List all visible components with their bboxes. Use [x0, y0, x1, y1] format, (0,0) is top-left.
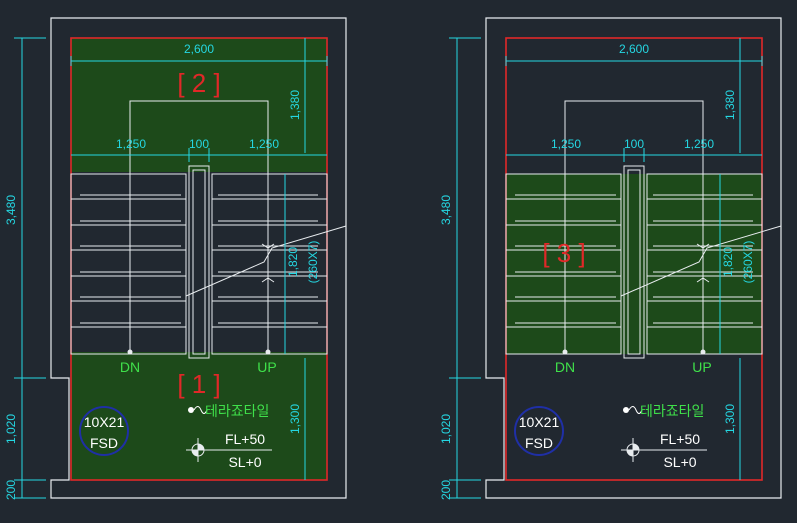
up-label: UP — [692, 359, 711, 375]
up-label: UP — [257, 359, 276, 375]
level-bottom: SL+0 — [663, 454, 696, 470]
walk-end-dot-left — [127, 349, 133, 355]
walk-end-dot-left — [562, 349, 568, 355]
finish-label: 테라죠타일 — [640, 403, 704, 419]
zone-fill-stair-well — [621, 174, 647, 354]
gap-dim: 100 — [624, 137, 644, 151]
left-flight-dim: 1,250 — [551, 137, 581, 151]
door-tag-circle — [514, 406, 564, 456]
level-marker-fill — [192, 444, 204, 456]
landing-bottom-dim: 1,300 — [723, 404, 737, 434]
landing-top-dim: 1,380 — [723, 90, 737, 120]
walk-end-dot-right — [265, 349, 271, 355]
lower-landing-dim: 1,020 — [439, 414, 453, 444]
level-marker-fill — [627, 444, 639, 456]
zone-tag-bottom: [ 1 ] — [177, 369, 220, 399]
door-tag-circle — [79, 406, 129, 456]
stair-run-arrows — [696, 243, 710, 283]
leader-dot-icon — [623, 407, 629, 413]
door-tag-bottom: FSD — [90, 435, 118, 451]
total-height-dim: 3,480 — [4, 195, 18, 225]
level-bottom: SL+0 — [228, 454, 261, 470]
zone-tag-stair: [ 3 ] — [542, 238, 585, 268]
left-flight-dim: 1,250 — [116, 137, 146, 151]
tread-dim: (260X7) — [741, 241, 755, 284]
lower-landing-dim: 1,020 — [4, 414, 18, 444]
zone-fill-lower-landing — [71, 352, 327, 480]
width-dim: 2,600 — [184, 42, 214, 56]
zone-fill-stair-right — [647, 174, 762, 354]
dn-label: DN — [120, 359, 140, 375]
walk-line — [564, 100, 704, 174]
total-height-dim: 3,480 — [439, 195, 453, 225]
handrail-well — [623, 165, 645, 359]
wall-dim: 200 — [439, 480, 453, 500]
leader-dot-icon — [188, 407, 194, 413]
walk-line — [129, 100, 269, 174]
landing-top-dim: 1,380 — [288, 90, 302, 120]
wall-dim: 200 — [4, 480, 18, 500]
dimension-lines — [14, 37, 328, 499]
stair-plan-left[interactable]: 2,600 1,250 100 1,250 3,480 1,020 200 1,… — [4, 17, 347, 500]
break-line — [185, 225, 347, 297]
outer-wall — [485, 17, 782, 499]
door-tag-bottom: FSD — [525, 435, 553, 451]
finish-label: 테라죠타일 — [205, 403, 269, 419]
dn-label: DN — [555, 359, 575, 375]
tread-dim: (260X7) — [306, 241, 320, 284]
level-top: FL+50 — [225, 431, 265, 447]
door-tag-top: 10X21 — [519, 414, 560, 430]
stair-run-dim: 1,820 — [721, 247, 735, 277]
level-top: FL+50 — [660, 431, 700, 447]
stair-run-dim: 1,820 — [286, 247, 300, 277]
walk-end-dot-right — [700, 349, 706, 355]
zone-fill-stair-left — [506, 174, 621, 354]
zone-fill-upper-landing — [71, 38, 327, 172]
dimension-lines — [449, 37, 763, 499]
zone-tag-top: [ 2 ] — [177, 68, 220, 98]
stair-plan-right[interactable]: 2,600 1,250 100 1,250 3,480 1,020 200 1,… — [439, 17, 782, 500]
outer-wall — [50, 17, 347, 499]
right-flight-dim: 1,250 — [684, 137, 714, 151]
leader-curl-icon — [193, 406, 208, 414]
landing-bottom-dim: 1,300 — [288, 404, 302, 434]
stair-run-arrows — [261, 243, 275, 283]
stair-flight-left — [70, 173, 187, 355]
right-flight-dim: 1,250 — [249, 137, 279, 151]
gap-dim: 100 — [189, 137, 209, 151]
width-dim: 2,600 — [619, 42, 649, 56]
handrail-well — [188, 165, 210, 359]
door-tag-top: 10X21 — [84, 414, 125, 430]
leader-curl-icon — [628, 406, 643, 414]
